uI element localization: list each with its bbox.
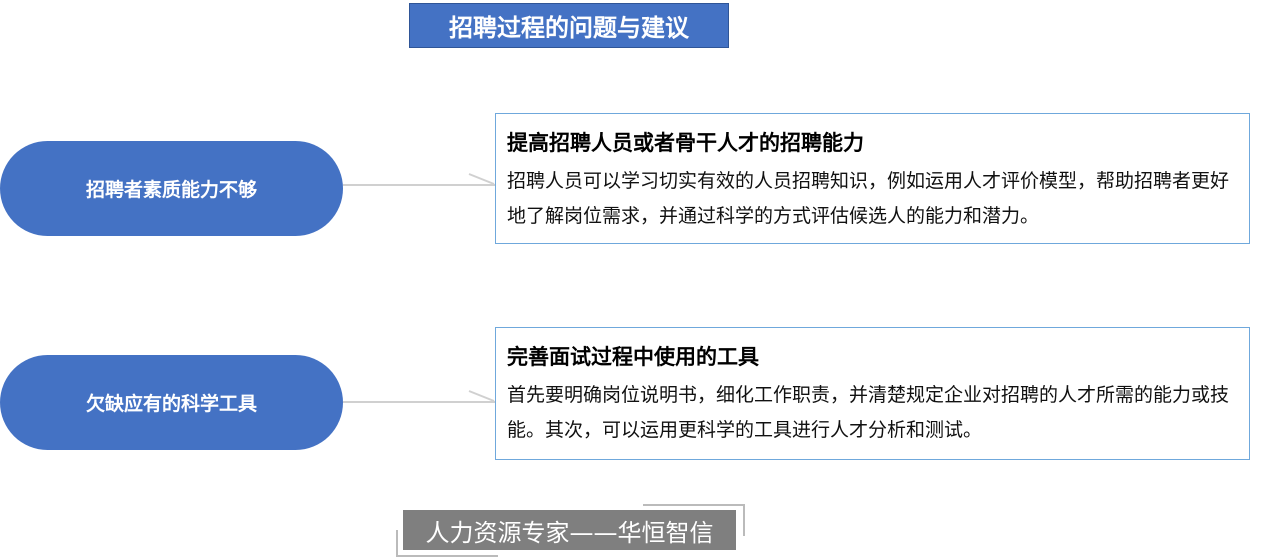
suggestion-box-1: 提高招聘人员或者骨干人才的招聘能力 招聘人员可以学习切实有效的人员招聘知识，例如… (495, 113, 1250, 244)
page-title: 招聘过程的问题与建议 (409, 3, 729, 48)
footer-frame-line (396, 530, 498, 557)
suggestion-heading: 完善面试过程中使用的工具 (507, 345, 759, 369)
connector-arrow-1 (343, 173, 495, 186)
suggestion-box-2: 完善面试过程中使用的工具 首先要明确岗位说明书，细化工作职责，并清楚规定企业对招… (495, 327, 1250, 460)
suggestion-heading: 提高招聘人员或者骨干人才的招聘能力 (507, 131, 864, 155)
problem-node-1: 招聘者素质能力不够 (0, 141, 343, 236)
footer-frame-line (643, 504, 745, 536)
problem-node-2: 欠缺应有的科学工具 (0, 355, 343, 450)
suggestion-text: 首先要明确岗位说明书，细化工作职责，并清楚规定企业对招聘的人才所需的能力或技能。… (507, 384, 1230, 441)
suggestion-text: 招聘人员可以学习切实有效的人员招聘知识，例如运用人才评价模型，帮助招聘者更好地了… (507, 170, 1230, 227)
footer-watermark: 人力资源专家——华恒智信 (403, 510, 736, 550)
connector-arrow-2 (343, 390, 495, 403)
